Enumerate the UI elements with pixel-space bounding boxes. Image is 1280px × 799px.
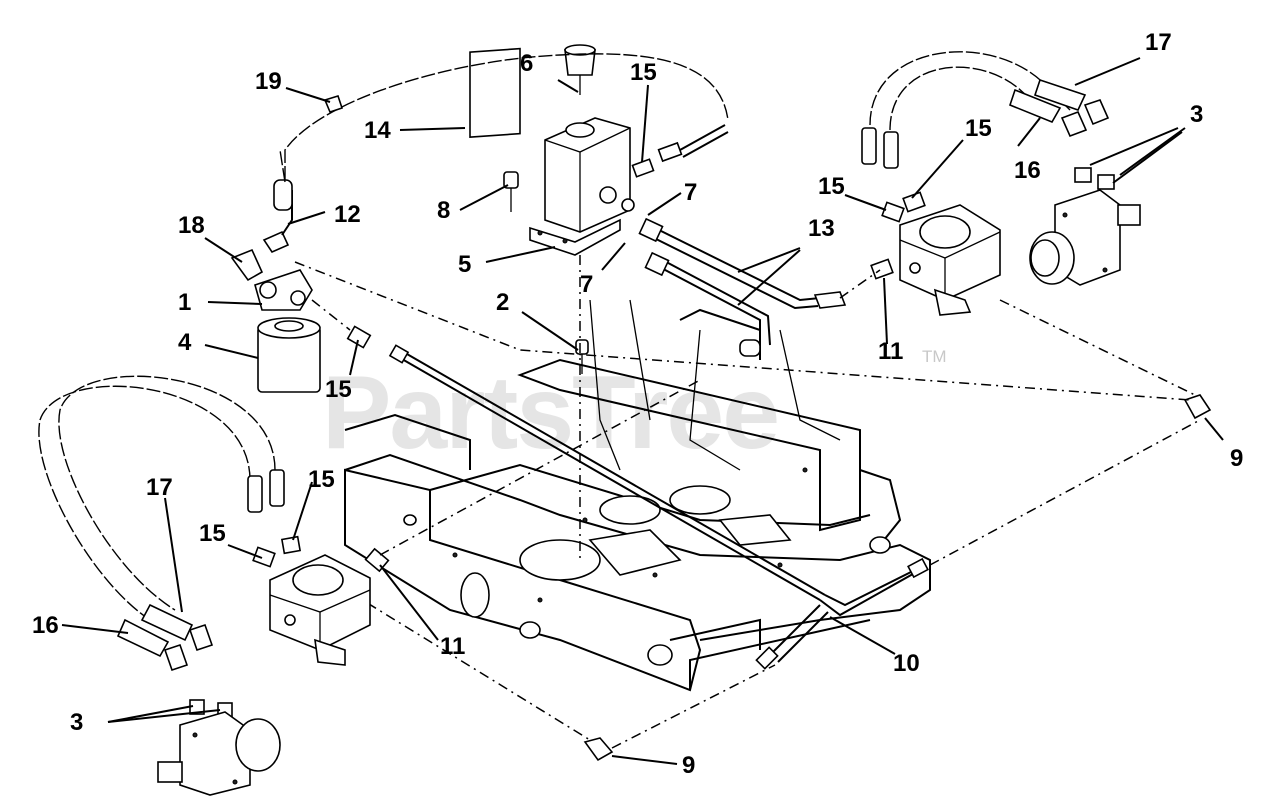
callout-19: 19 [255,68,282,95]
callout-7-upper: 7 [684,179,697,206]
pump-left [269,554,371,666]
callout-17-right: 17 [1145,29,1172,56]
pump-right [899,204,1001,316]
callout-15-filter: 15 [325,376,352,403]
callout-15-right-lower: 15 [818,173,845,200]
callout-15-left-upper: 15 [308,466,335,493]
callout-7-lower: 7 [580,271,593,298]
callout-9-right: 9 [1230,445,1243,472]
callout-18: 18 [178,212,205,239]
callout-15-top: 15 [630,59,657,86]
callout-3-left: 3 [70,709,83,736]
callout-4: 4 [178,329,192,356]
callout-8: 8 [437,197,450,224]
wheel-motor-right [1029,189,1141,286]
callout-11-left: 11 [440,633,465,660]
callout-labels: 1 2 3 3 4 5 6 7 7 8 9 9 10 11 11 12 13 1… [32,29,1243,779]
washer-19 [323,95,344,113]
callout-5: 5 [458,251,471,278]
watermark-trademark: TM [922,347,947,366]
callout-6: 6 [520,50,533,77]
callout-11-right: 11 [878,338,903,365]
callout-13: 13 [808,215,835,242]
leader-lines [61,57,1224,765]
bolt-2 [575,339,589,355]
upper-tubes [638,217,847,357]
hoses [38,51,1110,672]
callout-1: 1 [178,289,191,316]
watermark-brand: PartsTree [322,355,778,471]
hydraulic-reservoir [529,117,635,256]
chassis-frame [344,299,931,692]
callout-10: 10 [893,650,920,677]
callout-2: 2 [496,289,509,316]
dash-paths [294,255,1201,749]
callout-16-right: 16 [1014,157,1041,184]
callout-14: 14 [364,117,391,144]
elbow-9-right [1183,394,1212,420]
reservoir-cap [564,44,596,95]
callout-15-right-upper: 15 [965,115,992,142]
wheel-motor-left [157,711,281,796]
callout-17-left: 17 [146,474,173,501]
fittings [189,124,1212,762]
decal [469,47,521,138]
callout-3-right: 3 [1190,101,1203,128]
callout-16-left: 16 [32,612,59,639]
callout-15-left-lower: 15 [199,520,226,547]
filter-assembly [230,179,321,393]
callout-12: 12 [334,201,361,228]
callout-9-bottom: 9 [682,752,695,779]
hydraulic-tube-assembly [388,344,929,670]
elbow-9-bottom [583,737,614,762]
